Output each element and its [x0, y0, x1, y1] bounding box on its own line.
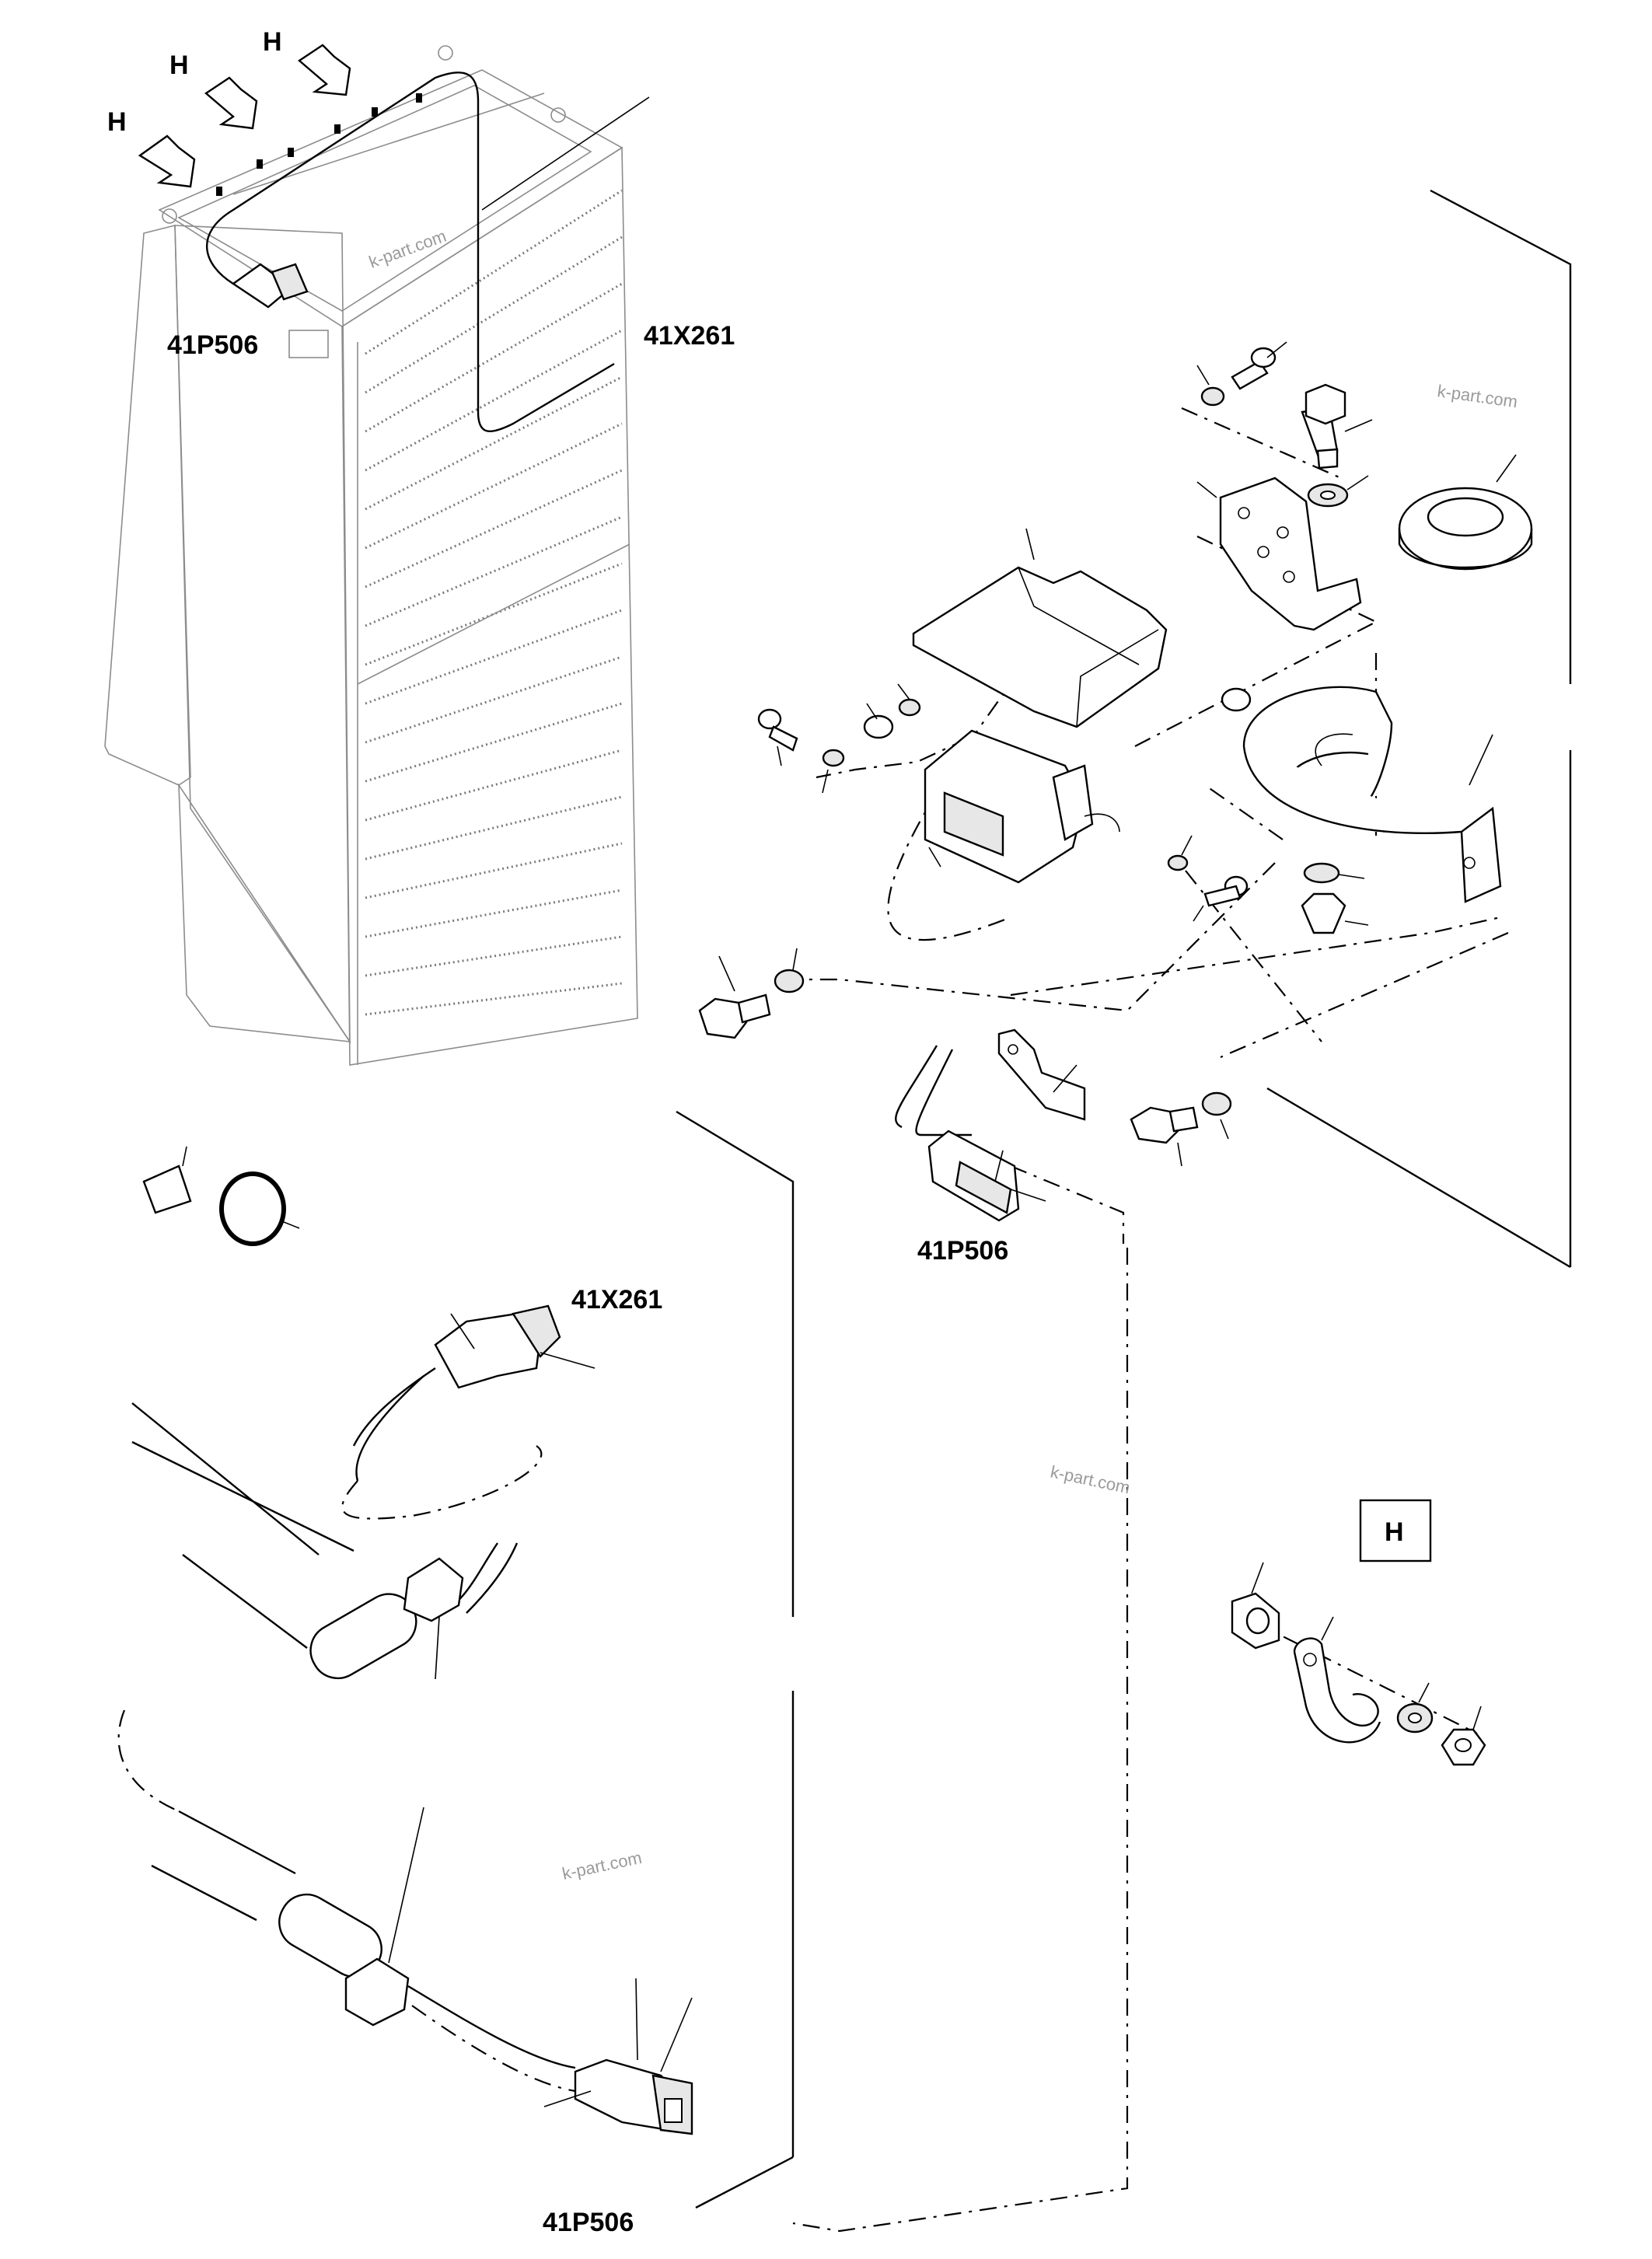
cable-sleeve-upper: [309, 1557, 464, 1680]
watermark: k-part.com: [366, 226, 449, 272]
h-marker-text: H: [263, 27, 282, 57]
washer-left-lower: [822, 749, 845, 767]
label-41x261-cabinet: 41X261: [644, 321, 735, 351]
connector-41x261: [434, 1304, 595, 1389]
grommet: [1398, 454, 1533, 571]
nut-small-left: [863, 703, 894, 739]
bushing: [1221, 687, 1252, 712]
washer-top: [1200, 386, 1225, 407]
watermark: k-part.com: [1436, 381, 1518, 411]
p-clip: [1293, 1616, 1381, 1744]
label-41x261-cable: 41X261: [571, 1285, 662, 1315]
connector-41p506-mount: [927, 1130, 1046, 1222]
mounting-exploded-view: [698, 189, 1572, 1269]
sensor-box: [924, 729, 1120, 884]
watermark: k-part.com: [1049, 1461, 1132, 1497]
bracket-upper: [1196, 477, 1362, 631]
louvre-grille: [365, 189, 623, 1016]
washer-left-upper: [898, 698, 921, 717]
bolt-center: [1193, 875, 1249, 922]
h-arrow-2: H: [169, 51, 258, 130]
bolt-top: [1231, 341, 1287, 390]
cable-sleeve-lower: [278, 1807, 424, 2027]
washer-lower-right: [1201, 1091, 1232, 1116]
bolt-lower-right: [1130, 1106, 1199, 1167]
h-arrow-3: H: [263, 27, 351, 96]
cable-tie: [219, 1171, 300, 1246]
label-41p506-cable: 41P506: [543, 2208, 634, 2237]
nut-right: [1301, 892, 1369, 934]
spacer-ring: [1231, 1562, 1280, 1650]
bolt-lower-left: [698, 955, 771, 1039]
cover-plate: [912, 528, 1168, 728]
cable-clip-row: [216, 93, 422, 196]
detail-h-box-text: H: [1385, 1517, 1404, 1547]
label-41p506-cabinet: 41P506: [167, 330, 258, 360]
detail-h-view: H: [1231, 1499, 1486, 1766]
h-arrow-1: H: [107, 107, 196, 188]
washer-lower-left: [774, 969, 805, 993]
connector-41p506-cable: [543, 1978, 693, 2135]
cabinet-assembly: [104, 45, 650, 1066]
washer-right: [1303, 862, 1340, 884]
bracket-clip: [997, 1028, 1086, 1121]
cable-detail-view: [117, 1110, 1129, 2233]
bolt-small-left: [757, 708, 798, 766]
bolt-hex-large: [1301, 383, 1373, 470]
label-tag: [142, 1146, 192, 1214]
nut-detail-h: [1441, 1706, 1486, 1766]
washer-center: [1167, 854, 1189, 871]
watermark: k-part.com: [561, 1848, 644, 1884]
h-marker-text: H: [169, 51, 189, 80]
detail-h-box: [1359, 1499, 1432, 1562]
bracket-curved: [1242, 686, 1502, 903]
label-41p506-mount: 41P506: [917, 1236, 1008, 1266]
h-marker-text: H: [107, 107, 127, 137]
